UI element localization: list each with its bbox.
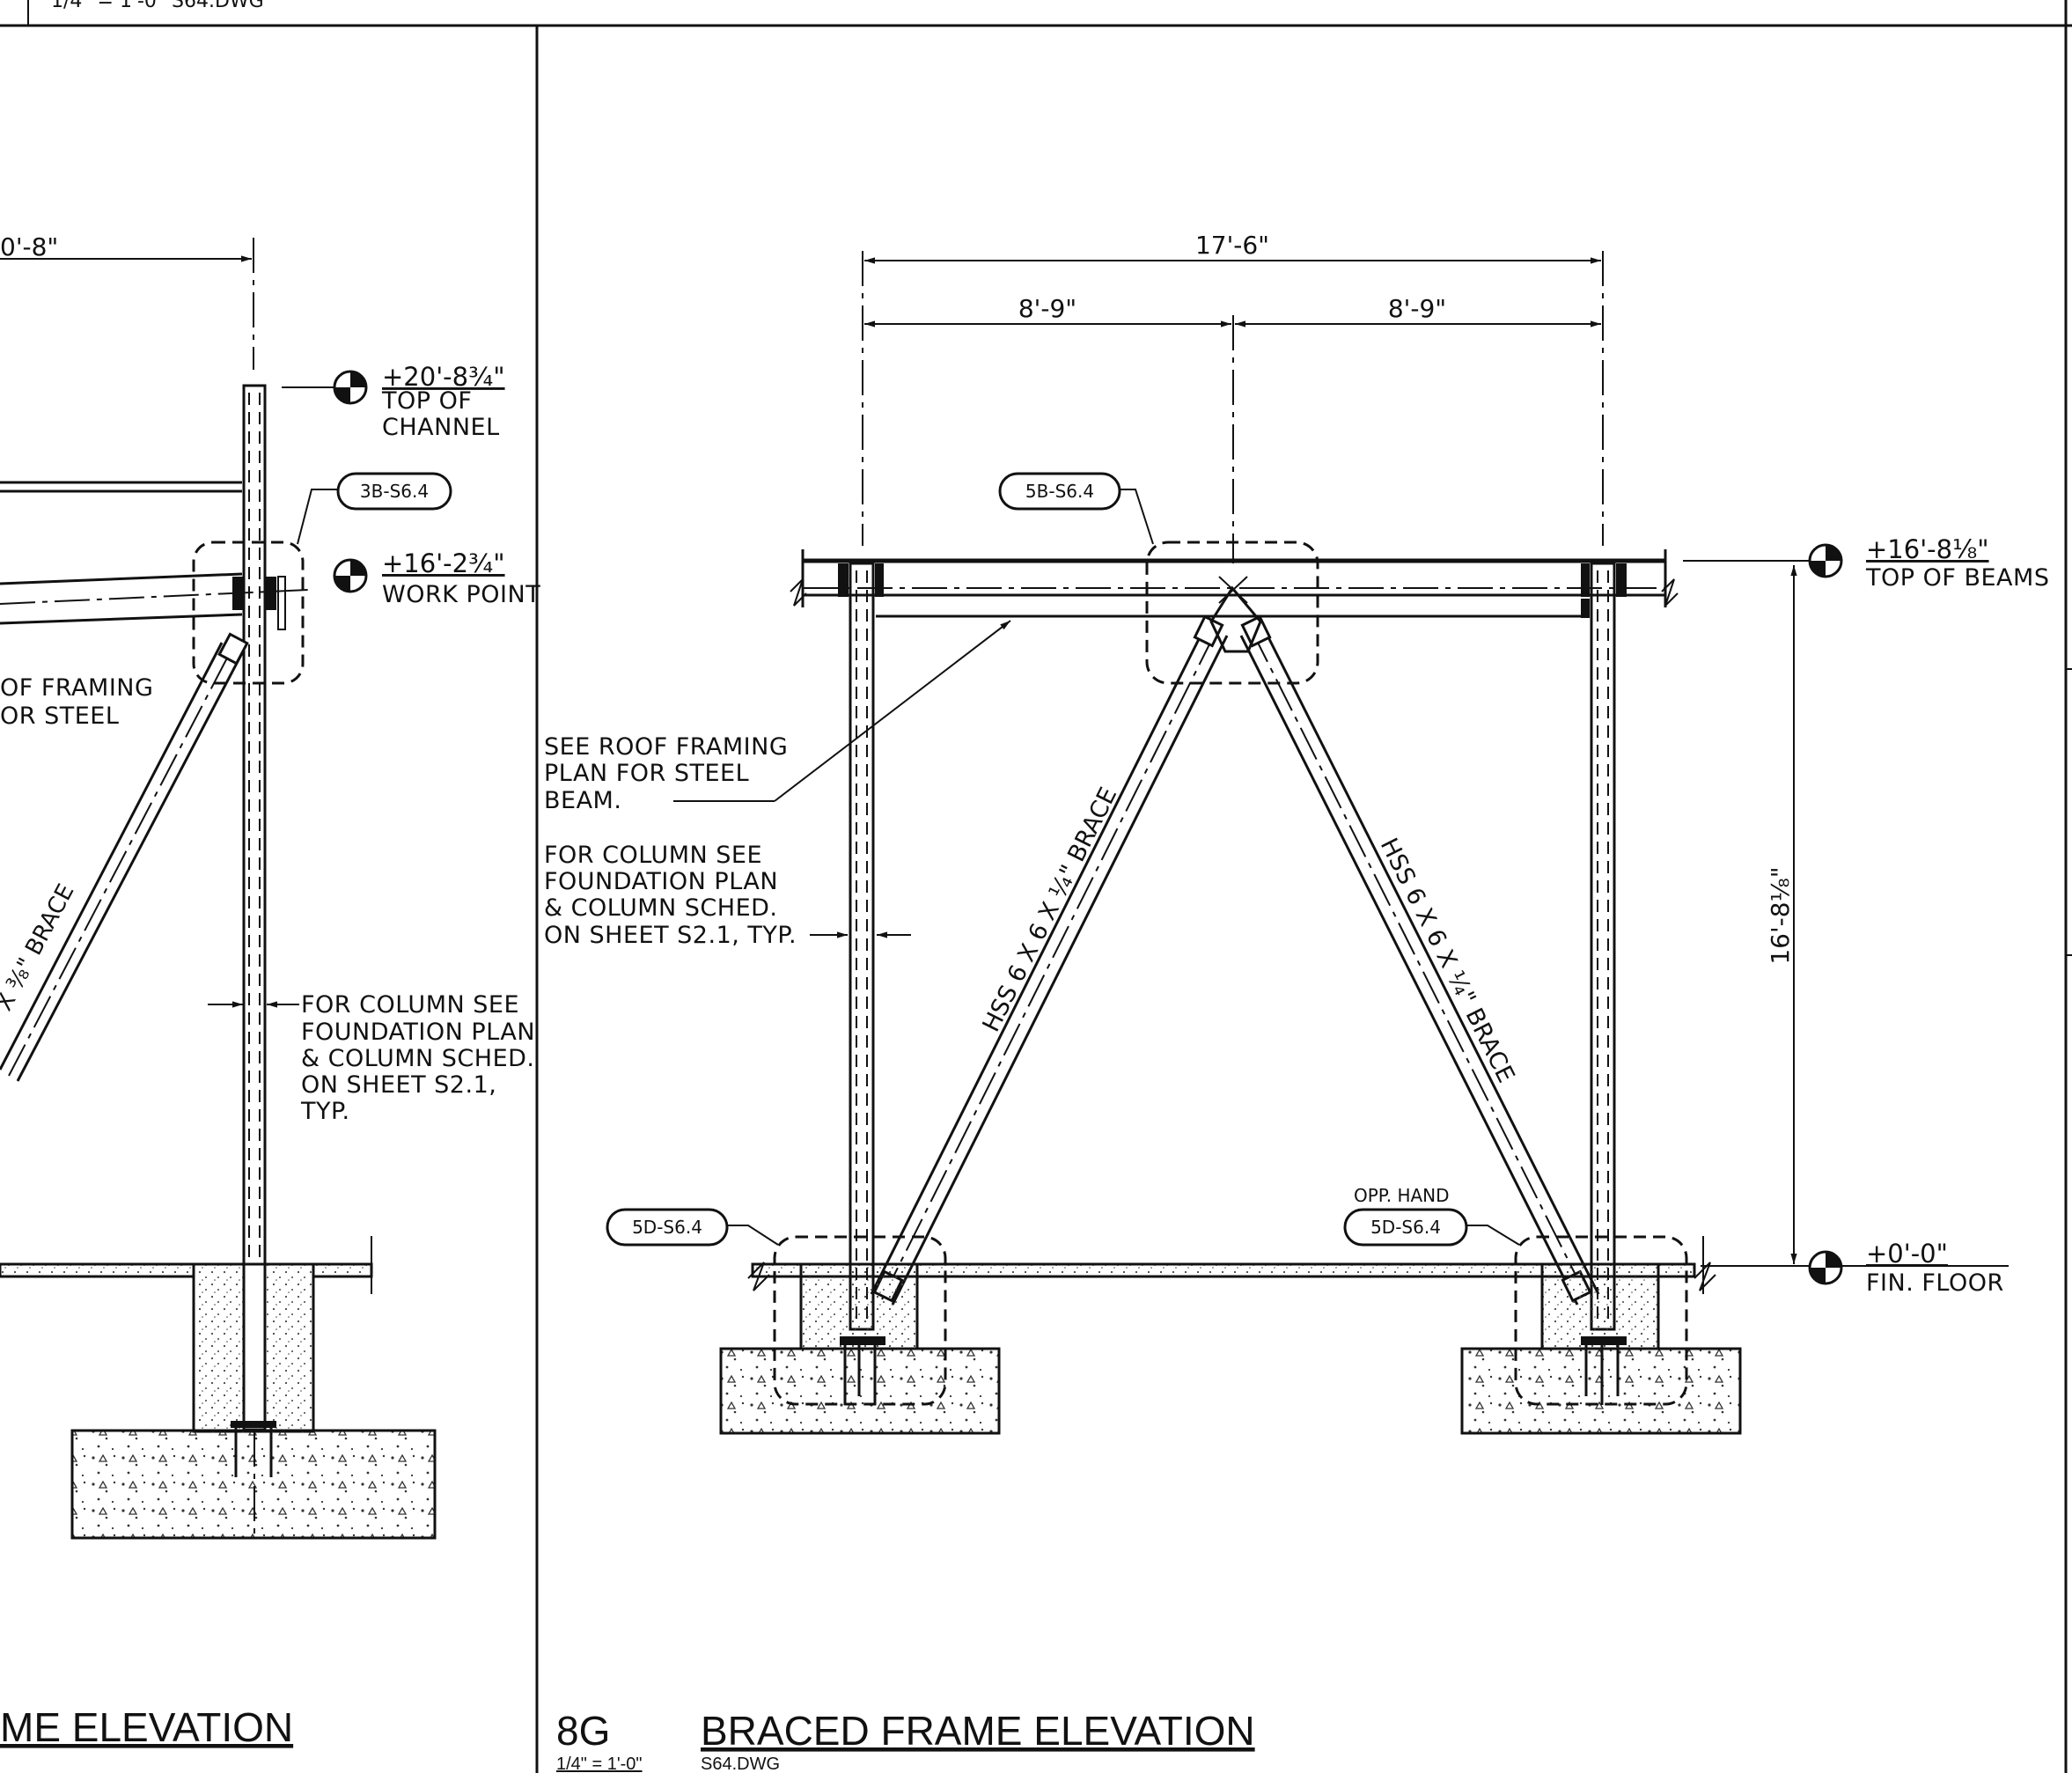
- brace-left-label: HSS 6 X 6 X ¼" BRACE: [978, 784, 1123, 1037]
- svg-text:5D-S6.4: 5D-S6.4: [1370, 1217, 1441, 1238]
- tag-5b[interactable]: 5B-S6.4: [998, 472, 1121, 511]
- tag-5d-left[interactable]: 5D-S6.4: [606, 1208, 729, 1247]
- brace-right-label: HSS 6 X 6 X ¼" BRACE: [1375, 834, 1520, 1087]
- svg-text:3B-S6.4: 3B-S6.4: [360, 481, 429, 502]
- left-elev-top-channel-value: +20'-8¾": [382, 362, 505, 392]
- left-bolt-group: [232, 576, 286, 630]
- left-column-note-line3: & COLUMN SCHED.: [301, 1045, 535, 1072]
- left-elev-top-channel-line1: TOP OF: [381, 387, 472, 415]
- dim-height-text: 16'-8⅛": [1766, 866, 1795, 964]
- elev-fin-floor-value: +0'-0": [1866, 1239, 1948, 1269]
- column-bolt-groups: [838, 563, 1627, 618]
- dim-overall-text: 17'-6": [1195, 231, 1269, 260]
- roof-note-line3: BEAM.: [544, 787, 621, 814]
- title-scale: 1/4" = 1'-0": [556, 1755, 643, 1773]
- left-dim-text: 0'-8": [0, 232, 58, 261]
- left-elev-top-channel-symbol: [333, 370, 368, 405]
- dim-right-half-text: 8'-9": [1388, 294, 1446, 323]
- column-note-line4: ON SHEET S2.1, TYP.: [544, 922, 797, 949]
- brace-left: [870, 614, 1229, 1306]
- elev-top-beams-symbol: [1808, 543, 1843, 578]
- left-elev-top-channel-line2: CHANNEL: [382, 414, 500, 441]
- roof-note-line2: PLAN FOR STEEL: [544, 760, 749, 787]
- column-note-line3: & COLUMN SCHED.: [544, 894, 778, 922]
- elev-fin-floor-symbol: [1808, 1250, 1843, 1285]
- left-roof-note-line1: OF FRAMING: [0, 674, 153, 702]
- left-column-note-line4: ON SHEET S2.1,: [301, 1071, 496, 1099]
- left-column-note-line1: FOR COLUMN SEE: [301, 991, 519, 1019]
- elev-fin-floor-line1: FIN. FLOOR: [1866, 1269, 2004, 1297]
- left-top-ref-text: 1/4" = 1'-0" S64.DWG: [51, 0, 264, 12]
- elev-top-beams-value: +16'-8⅛": [1866, 534, 1989, 564]
- left-column-note-line2: FOUNDATION PLAN: [301, 1019, 535, 1046]
- left-column-note-line5: TYP.: [300, 1098, 350, 1125]
- left-tag-3b[interactable]: 3B-S6.4: [336, 472, 452, 511]
- left-title-text: ME ELEVATION: [0, 1704, 293, 1750]
- top-connection-bubble: [1145, 541, 1319, 685]
- svg-text:5B-S6.4: 5B-S6.4: [1025, 481, 1094, 502]
- left-elev-work-point-line1: WORK POINT: [382, 581, 540, 608]
- roof-note-line1: SEE ROOF FRAMING: [544, 733, 788, 761]
- brace-right: [1239, 614, 1600, 1306]
- column-note-line1: FOR COLUMN SEE: [544, 842, 762, 869]
- braced-frame-elevation: 17'-6" 8'-9" 8'-9": [544, 231, 2049, 1773]
- title-file: S64.DWG: [701, 1755, 780, 1773]
- dim-left-half-text: 8'-9": [1018, 294, 1076, 323]
- svg-text:5D-S6.4: 5D-S6.4: [632, 1217, 702, 1238]
- left-frame-elevation: 0'-8" +20'-8¾" TOP OF CHANNEL: [0, 232, 540, 1750]
- opp-hand-label: OPP. HAND: [1354, 1185, 1450, 1206]
- base-bubble-left: [773, 1235, 947, 1406]
- left-roof-note-line2: OR STEEL: [0, 703, 119, 730]
- column-note-line2: FOUNDATION PLAN: [544, 868, 778, 895]
- title-text: BRACED FRAME ELEVATION: [701, 1708, 1255, 1754]
- elev-top-beams-line1: TOP OF BEAMS: [1865, 564, 2049, 592]
- left-elev-work-point-value: +16'-2¾": [382, 548, 505, 578]
- base-bubble-right: [1514, 1235, 1688, 1406]
- title-number: 8G: [556, 1708, 610, 1754]
- tag-5d-right[interactable]: 5D-S6.4: [1343, 1208, 1468, 1247]
- left-elev-work-point-symbol: [333, 558, 368, 593]
